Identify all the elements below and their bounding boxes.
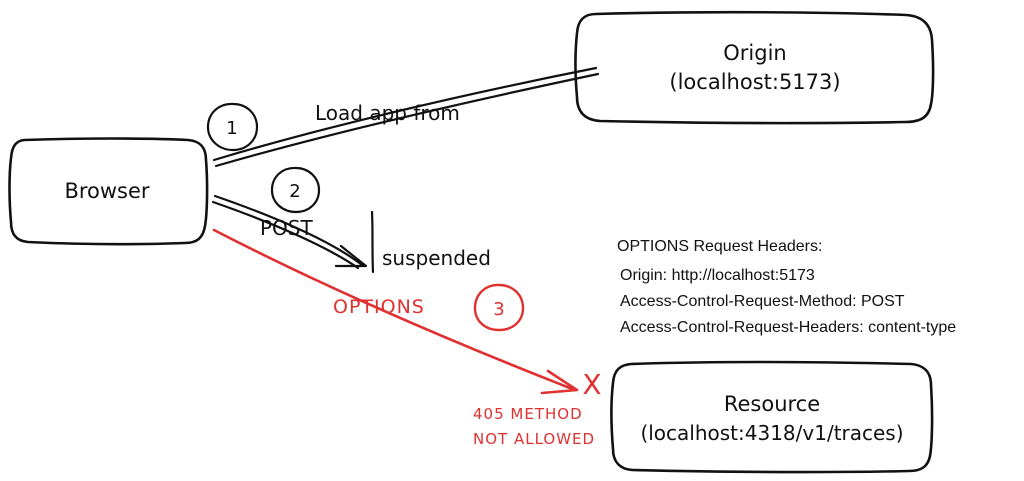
step-1-connection xyxy=(212,66,600,168)
step-3-circle xyxy=(473,283,525,332)
options-header-headers: Access-Control-Request-Headers: content-… xyxy=(620,319,956,336)
step-2-number: 2 xyxy=(289,181,300,202)
step-1-line-double xyxy=(214,72,600,168)
error-x-mark: X xyxy=(582,368,601,401)
step-1-number: 1 xyxy=(226,118,237,139)
step-1-label: Load app from xyxy=(315,101,460,125)
resource-box xyxy=(610,360,934,474)
step-3-badge: 3 xyxy=(473,283,525,332)
step-1-badge: 1 xyxy=(206,102,259,152)
step-3-arrowhead xyxy=(540,369,579,395)
origin-box xyxy=(574,10,935,125)
error-line-2: NOT ALLOWED xyxy=(473,430,595,448)
step-2-circle xyxy=(270,166,321,214)
resource-address: (localhost:4318/v1/traces) xyxy=(640,421,903,445)
step-2-label: POST xyxy=(260,216,313,240)
resource-node[interactable]: Resource (localhost:4318/v1/traces) xyxy=(610,360,934,474)
browser-label: Browser xyxy=(64,179,149,203)
step-2-arrowhead xyxy=(334,244,368,268)
step-3-line xyxy=(212,228,577,392)
options-header-origin: Origin: http://localhost:5173 xyxy=(620,267,815,284)
browser-node[interactable]: Browser xyxy=(8,137,209,246)
step-1-circle xyxy=(206,102,259,152)
step-3-label: OPTIONS xyxy=(333,296,425,318)
step-2-badge: 2 xyxy=(270,166,321,214)
step-1-line xyxy=(212,66,598,162)
browser-box xyxy=(8,137,209,246)
resource-title: Resource xyxy=(724,392,820,416)
origin-address: (localhost:5173) xyxy=(669,70,840,94)
options-header-method: Access-Control-Request-Method: POST xyxy=(620,293,905,310)
origin-node[interactable]: Origin (localhost:5173) xyxy=(574,10,935,125)
options-headers-title: OPTIONS Request Headers: xyxy=(617,238,822,255)
step-3-connection xyxy=(212,228,579,395)
suspended-label: suspended xyxy=(382,246,491,270)
step-2-connection xyxy=(211,194,375,274)
step-3-number: 3 xyxy=(493,299,504,320)
suspended-barrier xyxy=(370,210,375,274)
options-headers-note: OPTIONS Request Headers: Origin: http://… xyxy=(617,238,956,336)
error-line-1: 405 METHOD xyxy=(473,405,583,423)
origin-title: Origin xyxy=(723,41,786,65)
step-2-line-double xyxy=(211,200,360,270)
step-2-line xyxy=(213,194,364,267)
